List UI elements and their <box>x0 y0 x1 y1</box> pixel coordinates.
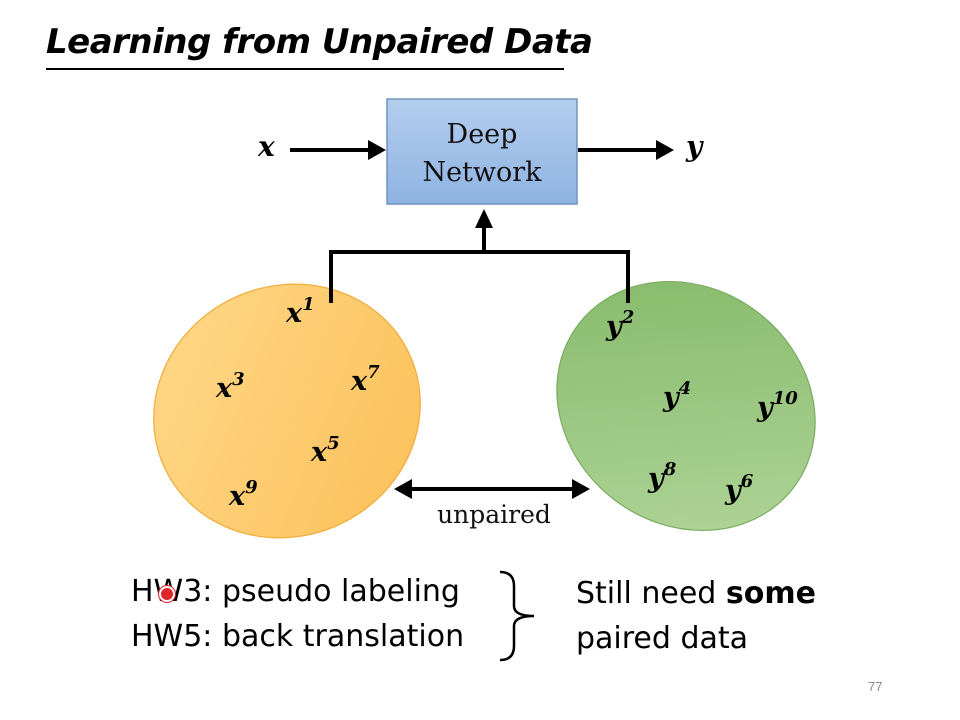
connector-bracket <box>329 250 630 303</box>
slide-title: Learning from Unpaired Data <box>46 22 593 62</box>
hw3-text: HW3: pseudo labeling <box>131 574 460 609</box>
hw5-text: HW5: back translation <box>131 619 465 654</box>
x-sample-7: x7 <box>350 362 380 397</box>
title-underline <box>46 68 564 70</box>
x-sample-3: x3 <box>215 369 245 404</box>
x-sample-9: x9 <box>228 477 258 512</box>
network-label-line1: Deep <box>447 119 518 150</box>
y-sample-2: y2 <box>605 307 634 342</box>
y-sample-8: y8 <box>647 459 677 494</box>
y-sample-10: y10 <box>756 388 798 423</box>
conclusion-prefix: Still need <box>576 576 726 611</box>
output-label: y <box>685 130 704 163</box>
pointer-cursor-icon <box>159 586 175 602</box>
conclusion-line1: Still need some <box>576 576 816 611</box>
input-label: x <box>257 130 275 163</box>
unpaired-arrow-head-left <box>394 479 412 499</box>
conclusion-line2: paired data <box>576 621 749 656</box>
y-sample-6: y6 <box>724 471 754 506</box>
x-sample-5: x5 <box>310 433 340 468</box>
x-sample-1: x1 <box>285 294 315 329</box>
unpaired-label: unpaired <box>437 500 551 529</box>
curly-brace <box>499 570 535 662</box>
conclusion-bold: some <box>725 576 816 611</box>
deep-network-box <box>386 98 578 205</box>
y-sample-4: y4 <box>662 378 691 413</box>
network-label-line2: Network <box>422 157 542 188</box>
x-set-ellipse <box>153 283 421 539</box>
output-arrow-head <box>656 140 674 160</box>
connector-arrow-head <box>475 209 493 228</box>
unpaired-arrow-head-right <box>572 479 590 499</box>
input-arrow-head <box>368 140 386 160</box>
page-number: 77 <box>868 679 883 694</box>
y-set-ellipse <box>556 280 816 532</box>
